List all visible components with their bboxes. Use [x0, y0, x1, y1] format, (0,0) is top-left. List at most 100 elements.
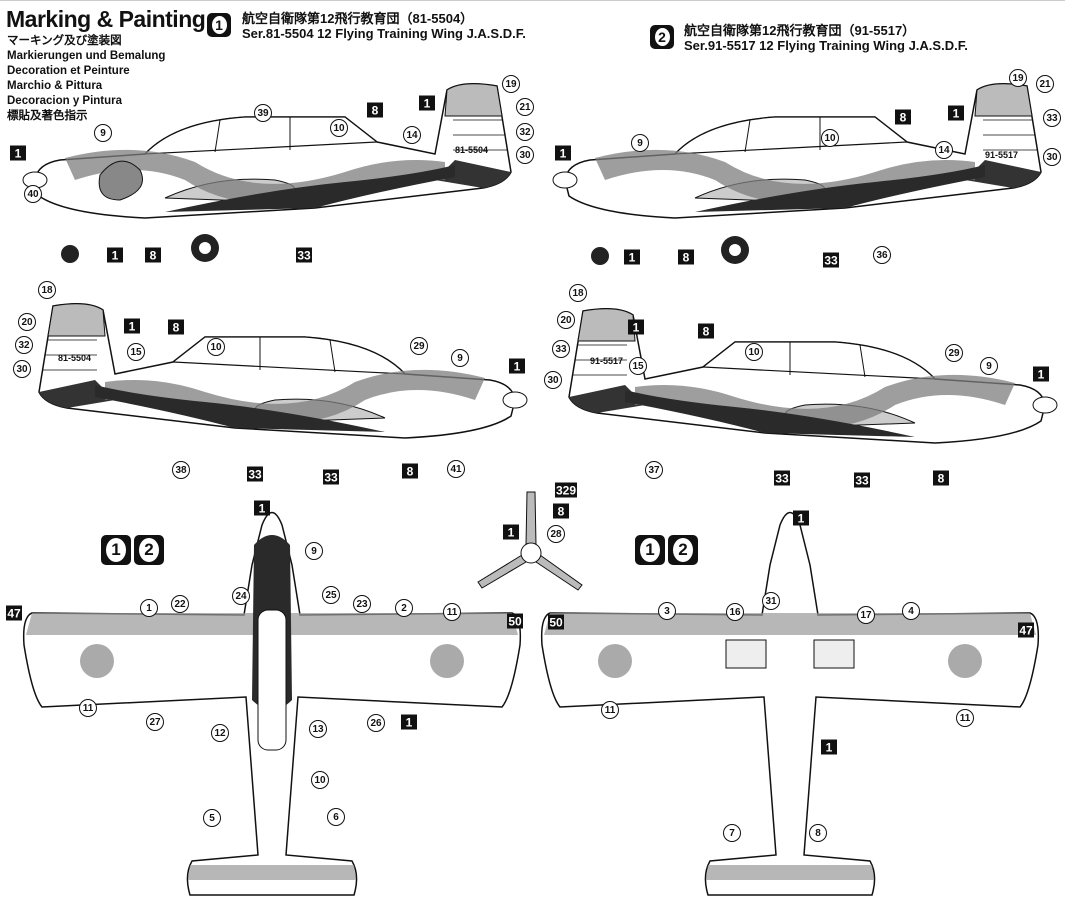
decal-callout-prop: 329 — [554, 482, 578, 498]
nose-wheel — [61, 245, 79, 263]
part-callout-side4: 18 — [569, 284, 587, 302]
part-callout-side1: 39 — [254, 104, 272, 122]
part-callout-top: 5 — [203, 809, 221, 827]
part-callout-bottom: 3 — [658, 602, 676, 620]
nose-wheel — [591, 247, 609, 265]
part-callout-side1: 9 — [94, 124, 112, 142]
scheme-1-title-en: Ser.81-5504 12 Flying Training Wing J.A.… — [242, 26, 526, 41]
part-callout-prop: 28 — [547, 525, 565, 543]
top-view-scheme-1-badge: 1 — [101, 535, 131, 565]
part-callout-side3: 9 — [451, 349, 469, 367]
part-callout-side3: 10 — [207, 338, 225, 356]
part-callout-side2: 9 — [631, 134, 649, 152]
decal-callout-top: 50 — [507, 613, 523, 629]
decal-callout-side2: 8 — [678, 249, 694, 265]
part-callout-side2: 36 — [873, 246, 891, 264]
bottom-view-scheme-1-badge: 1 — [635, 535, 665, 565]
page-title: Marking & Painting — [6, 6, 206, 32]
decal-callout-bottom: 1 — [793, 510, 809, 526]
top-view-scheme-2-badge: 2 — [134, 535, 164, 565]
part-callout-side4: 37 — [645, 461, 663, 479]
top-badge-1: 1 — [106, 538, 126, 562]
part-callout-side4: 20 — [557, 311, 575, 329]
decal-callout-side3: 1 — [124, 318, 140, 334]
part-callout-top: 26 — [367, 714, 385, 732]
scheme-1-title: 航空自衛隊第12飛行教育団（81-5504） Ser.81-5504 12 Fl… — [242, 11, 526, 41]
tail-number-2: 91-5517 — [985, 150, 1019, 160]
part-callout-bottom: 7 — [723, 824, 741, 842]
part-callout-side2: 19 — [1009, 69, 1027, 87]
propeller — [477, 491, 583, 591]
side-view-scheme-1 — [22, 83, 512, 263]
part-callout-side4: 15 — [629, 357, 647, 375]
part-callout-side2: 21 — [1036, 75, 1054, 93]
part-callout-side4: 33 — [552, 340, 570, 358]
decal-callout-side3: 1 — [509, 358, 525, 374]
part-callout-side1: 21 — [516, 98, 534, 116]
decal-callout-side1: 1 — [419, 95, 435, 111]
decal-callout-side1: 1 — [107, 247, 123, 263]
decal-callout-side3: 33 — [247, 466, 263, 482]
decal-callout-side3: 33 — [323, 469, 339, 485]
part-callout-top: 10 — [311, 771, 329, 789]
part-callout-side4: 9 — [980, 357, 998, 375]
tail-number-3: 81-5504 — [58, 353, 92, 363]
side-view-scheme-2 — [552, 83, 1042, 265]
left-side-view-scheme-1 — [38, 303, 528, 439]
subtitle-de: Markierungen und Bemalung — [7, 50, 166, 62]
decal-callout-prop: 1 — [503, 524, 519, 540]
part-callout-top: 27 — [146, 713, 164, 731]
part-callout-top: 23 — [353, 595, 371, 613]
part-callout-bottom: 31 — [762, 592, 780, 610]
decal-callout-side4: 8 — [933, 470, 949, 486]
part-callout-side2: 33 — [1043, 109, 1061, 127]
decal-callout-side2: 1 — [948, 105, 964, 121]
part-callout-side2: 10 — [821, 129, 839, 147]
bottom-badge-1: 1 — [640, 538, 660, 562]
decal-callout-side1: 8 — [145, 247, 161, 263]
subtitle-es: Decoracion y Pintura — [7, 95, 123, 107]
decal-callout-side2: 1 — [624, 249, 640, 265]
part-callout-side4: 30 — [544, 371, 562, 389]
part-callout-side3: 15 — [127, 343, 145, 361]
decal-callout-side2: 8 — [895, 109, 911, 125]
part-callout-side3: 41 — [447, 460, 465, 478]
part-callout-side1: 30 — [516, 146, 534, 164]
decal-callout-top: 1 — [401, 714, 417, 730]
part-callout-top: 13 — [309, 720, 327, 738]
scheme-2-title-en: Ser.91-5517 12 Flying Training Wing J.A.… — [684, 38, 968, 53]
decal-callout-bottom: 50 — [548, 614, 564, 630]
part-callout-side3: 32 — [15, 336, 33, 354]
part-callout-bottom: 16 — [726, 603, 744, 621]
subtitle-fr: Decoration et Peinture — [7, 65, 130, 77]
part-callout-top: 12 — [211, 724, 229, 742]
part-callout-top: 2 — [395, 599, 413, 617]
bottom-view — [540, 511, 1040, 896]
decal-callout-top: 1 — [254, 500, 270, 516]
part-callout-bottom: 4 — [902, 602, 920, 620]
part-callout-top: 9 — [305, 542, 323, 560]
part-callout-side4: 10 — [745, 343, 763, 361]
scheme-2-title: 航空自衛隊第12飛行教育団（91-5517） Ser.91-5517 12 Fl… — [684, 23, 968, 53]
part-callout-side2: 30 — [1043, 148, 1061, 166]
decal-callout-side3: 8 — [168, 319, 184, 335]
top-border — [0, 0, 1065, 1]
part-callout-bottom: 11 — [956, 709, 974, 727]
tail-number-4: 91-5517 — [590, 356, 624, 366]
top-badge-2: 2 — [139, 538, 159, 562]
decal-callout-side1: 8 — [367, 102, 383, 118]
part-callout-side3: 29 — [410, 337, 428, 355]
scheme-1-badge: 1 — [207, 13, 231, 37]
scheme-1-number: 1 — [211, 16, 227, 34]
part-callout-side3: 30 — [13, 360, 31, 378]
decal-callout-side2: 33 — [823, 252, 839, 268]
decal-callout-top: 47 — [6, 605, 22, 621]
part-callout-top: 1 — [140, 599, 158, 617]
part-callout-top: 11 — [79, 699, 97, 717]
decal-callout-side4: 1 — [628, 319, 644, 335]
subtitle-cn: 標貼及著色指示 — [7, 110, 88, 122]
part-callout-top: 11 — [443, 603, 461, 621]
part-callout-side3: 20 — [18, 313, 36, 331]
part-callout-top: 6 — [327, 808, 345, 826]
scheme-2-number: 2 — [654, 28, 670, 46]
